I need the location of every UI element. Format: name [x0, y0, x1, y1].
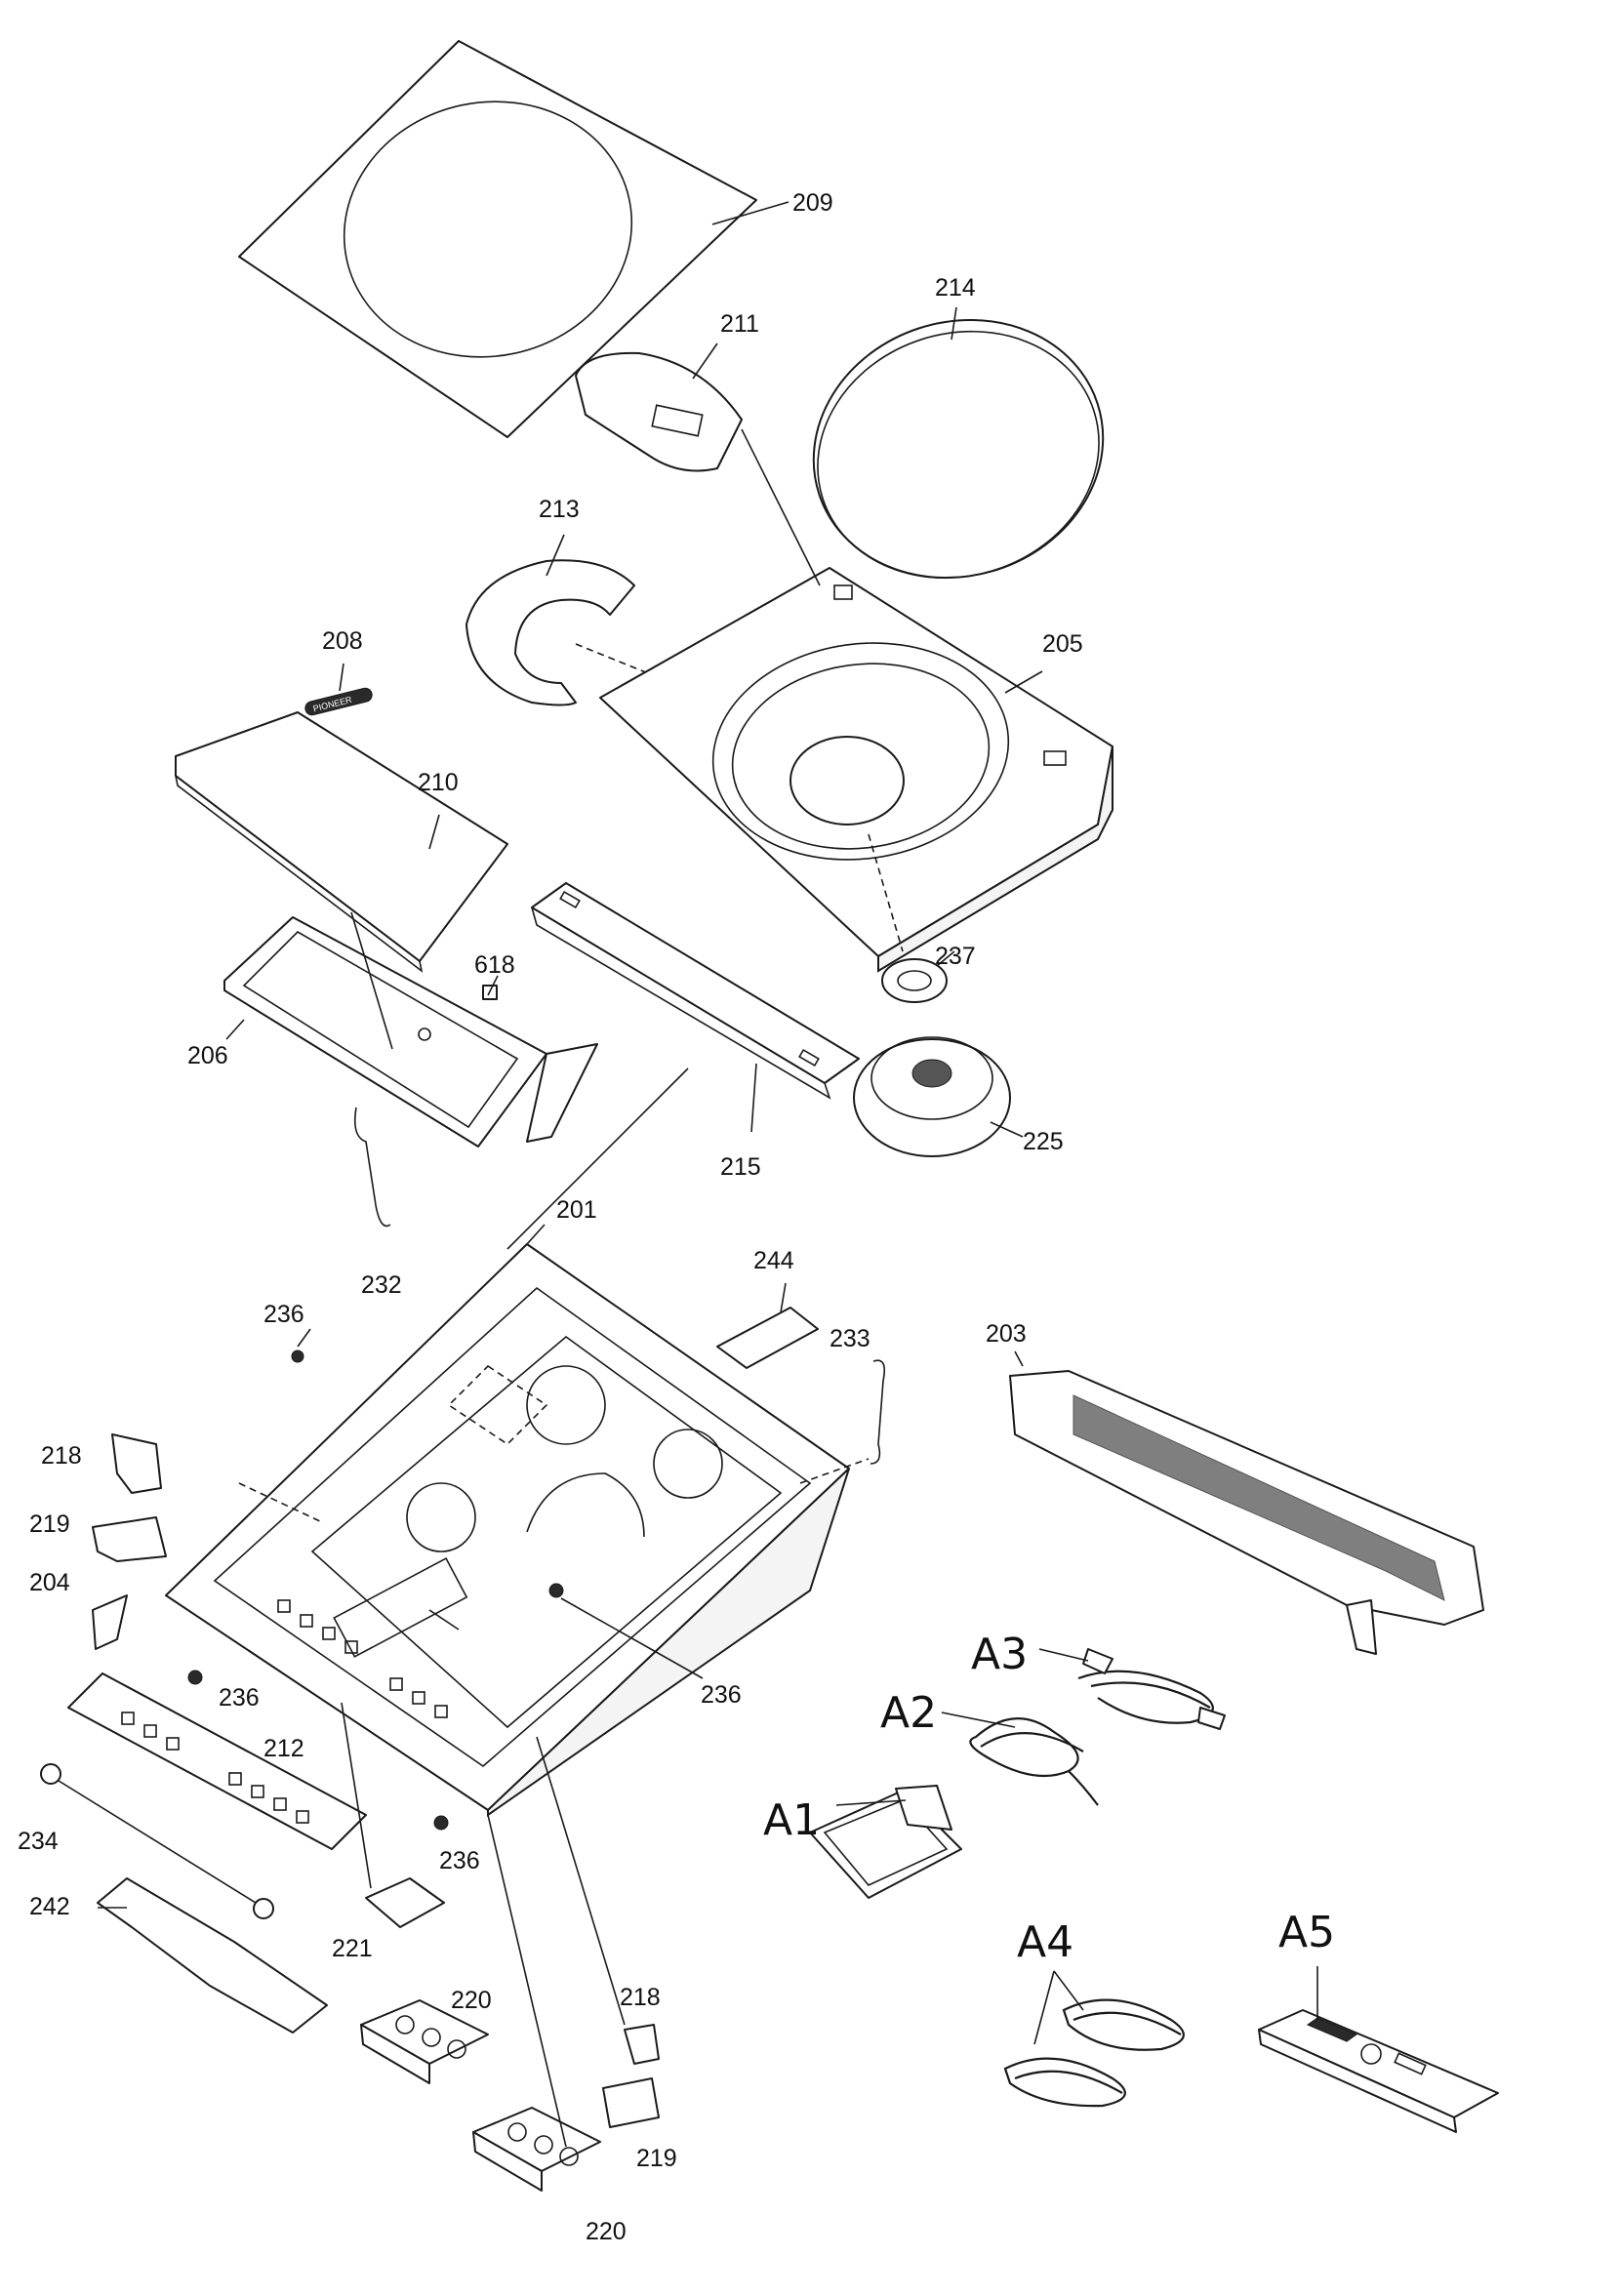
label-203: 203 [986, 1320, 1027, 1348]
part-203-rear-panel: 203 [986, 1320, 1484, 1655]
label-220-bottom: 220 [586, 2218, 627, 2245]
part-236-screws: 236 236 236 236 [187, 1301, 742, 1874]
label-a3: A3 [971, 1630, 1028, 1679]
label-236-right: 236 [701, 1681, 742, 1709]
label-209: 209 [792, 189, 833, 217]
accessory-a1-loop-antenna: A1 [763, 1785, 962, 1899]
label-220-top: 220 [451, 1987, 492, 2014]
label-218-right: 218 [620, 1984, 661, 2011]
label-205: 205 [1042, 630, 1083, 658]
label-a5: A5 [1278, 1908, 1335, 1957]
label-213: 213 [539, 496, 580, 523]
label-201: 201 [556, 1196, 597, 1224]
label-210: 210 [418, 769, 459, 796]
label-204: 204 [29, 1569, 70, 1596]
label-206: 206 [187, 1042, 228, 1069]
label-221: 221 [332, 1935, 373, 1962]
part-221-small-bracket: 221 [332, 1877, 445, 1962]
label-a1: A1 [763, 1795, 820, 1845]
label-232: 232 [361, 1271, 402, 1299]
part-208-badge: PIONEER 208 [304, 627, 373, 716]
part-232-spring: 232 [353, 1107, 402, 1299]
label-618: 618 [474, 951, 515, 979]
accessory-a4-speaker-cables: A4 [1003, 1917, 1185, 2108]
label-236-bottom: 236 [439, 1847, 480, 1874]
label-a2: A2 [880, 1688, 937, 1738]
label-236-top: 236 [263, 1301, 304, 1328]
label-233: 233 [830, 1325, 870, 1352]
part-210-door-panel: 210 [174, 711, 508, 973]
part-215-bracket: 215 [531, 882, 860, 1181]
label-219-left: 219 [29, 1511, 70, 1538]
cabinet-buttons-left [277, 1599, 358, 1654]
label-225: 225 [1023, 1128, 1064, 1155]
label-208: 208 [322, 627, 363, 655]
label-212: 212 [263, 1735, 304, 1762]
label-219-right: 219 [636, 2145, 677, 2172]
label-218-left: 218 [41, 1442, 82, 1470]
accessory-a2-fm-antenna: A2 [880, 1688, 1099, 1806]
accessory-a5-remote-control: A5 [1258, 1908, 1499, 2133]
part-220-switch-blocks: 220 220 [360, 1987, 627, 2245]
label-214: 214 [935, 274, 976, 302]
label-a4: A4 [1017, 1917, 1073, 1967]
part-201-main-cabinet: 201 [165, 1196, 850, 1817]
label-236-left: 236 [219, 1684, 260, 1712]
part-211-lid: 211 [575, 310, 759, 472]
label-244: 244 [753, 1247, 794, 1274]
part-242-flat-cable: 242 [29, 1877, 328, 2034]
part-209-top-cover: 209 [238, 40, 833, 438]
part-225-turntable: 225 [853, 1036, 1064, 1157]
part-214-disc-cover: 214 [812, 274, 1105, 580]
cabinet-buttons-right [389, 1677, 448, 1718]
part-204-lever: 204 [29, 1569, 128, 1650]
part-205-top-chassis: 205 [599, 567, 1113, 973]
label-237: 237 [935, 943, 976, 970]
label-215: 215 [720, 1153, 761, 1181]
part-244-sheet: 244 [716, 1247, 819, 1369]
exploded-leader-lines [238, 428, 870, 2148]
part-218-219-right-clips: 218 219 [602, 1984, 677, 2172]
label-242: 242 [29, 1893, 70, 1920]
part-218-219-left-clips: 218 219 [29, 1433, 167, 1562]
part-233-spring: 233 [830, 1325, 886, 1465]
label-211: 211 [720, 310, 759, 338]
accessory-a3-power-cord: A3 [971, 1630, 1226, 1730]
part-213-ring: 213 [465, 496, 782, 728]
part-237-washer: 237 [881, 943, 976, 1003]
part-234-rod: 234 [18, 1763, 274, 1919]
part-206-tray-frame: 206 618 [187, 916, 598, 1148]
label-234: 234 [18, 1828, 59, 1855]
part-212-button-strip: 212 [67, 1672, 367, 1850]
